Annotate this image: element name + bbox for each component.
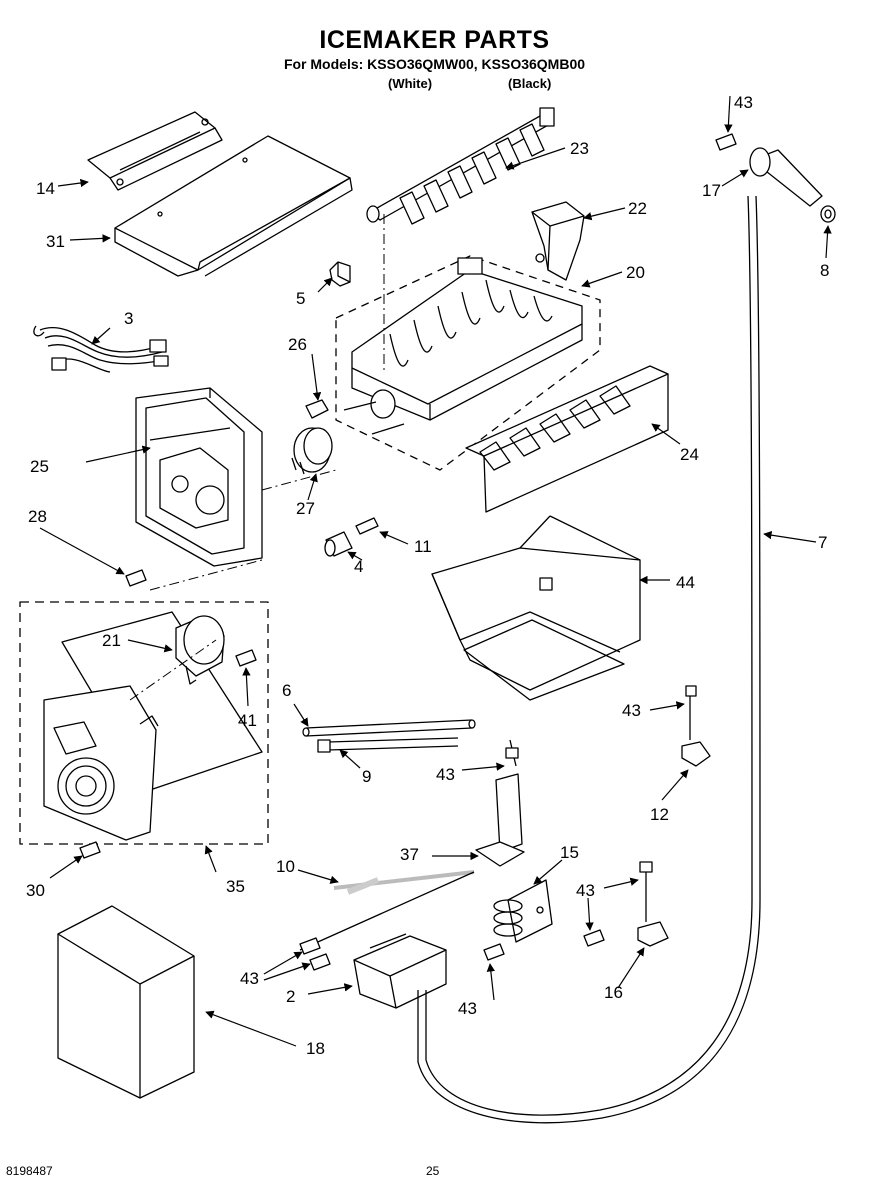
part-16-clip [637,861,669,947]
part-30-screw [79,841,101,859]
part-22-fill-cup [531,201,585,281]
model-numbers: For Models: KSSO36QMW00, KSSO36QMB00 [283,56,586,72]
part-43-screws-left [299,929,605,971]
part-9-tube [317,737,459,753]
callout-26: 26 [288,335,307,354]
callout-31: 31 [46,232,65,251]
part-24-stripper [465,365,669,513]
part-11-screw [355,517,379,535]
part-37-bracket [475,739,525,867]
callout-43-left: 43 [240,969,259,988]
callout-44: 44 [676,573,695,592]
callout-23: 23 [570,139,589,158]
callout-9: 9 [362,767,371,786]
document-number: 8198487 [6,1164,53,1178]
part-17-fitting [715,133,823,207]
part-15-clamp [493,879,553,943]
callout-25: 25 [30,457,49,476]
callout-4: 4 [354,557,363,576]
part-35-module-box [19,601,269,845]
part-12-clip [681,685,711,767]
page-number: 25 [426,1164,440,1178]
part-5-clip [329,261,351,287]
callout-43-lower-right: 43 [576,881,595,900]
part-27-thermostat [291,427,333,475]
part-6-tube [302,719,476,737]
callout-22: 22 [628,199,647,218]
variant-black: (Black) [508,76,552,91]
part-21-motor [175,615,225,685]
part-44-shield [431,515,641,701]
callout-12: 12 [650,805,669,824]
callout-10: 10 [276,857,295,876]
page-title: ICEMAKER PARTS [319,26,550,54]
part-23-ejector [366,107,555,225]
callout-2: 2 [286,987,295,1006]
callout-41: 41 [238,711,257,730]
callout-14: 14 [36,179,55,198]
callout-28: 28 [28,507,47,526]
part-7-water-tube [417,195,761,1124]
callout-21: 21 [102,631,121,650]
callout-27: 27 [296,499,315,518]
callout-43-top: 43 [734,93,753,112]
callout-20: 20 [626,263,645,282]
callout-43-bottom: 43 [458,999,477,1018]
part-18-cover [57,905,195,1099]
callout-7: 7 [818,533,827,552]
callout-18: 18 [306,1039,325,1058]
part-31-cover [114,135,353,277]
part-28-screw [125,569,147,587]
callout-8: 8 [820,261,829,280]
callout-15: 15 [560,843,579,862]
callout-30: 30 [26,881,45,900]
callout-11: 11 [414,537,432,556]
callout-24: 24 [680,445,699,464]
variant-white: (White) [388,76,433,91]
callout-5: 5 [296,289,305,308]
part-14-bracket [87,111,223,191]
part-8-washer [820,205,836,223]
callout-43-mid: 43 [436,765,455,784]
callout-37: 37 [400,845,419,864]
part-4-coupler [324,531,353,557]
part-20-mold [335,255,601,471]
callout-35: 35 [226,877,245,896]
part-2-bracket [353,933,447,1009]
part-3-wire-harness [33,325,169,373]
part-10-water-line [299,870,475,951]
part-25-housing [135,387,263,567]
part-26-clip [305,399,329,419]
callout-3: 3 [124,309,133,328]
callout-43-right: 43 [622,701,641,720]
callout-16: 16 [604,983,623,1002]
callout-6: 6 [282,681,291,700]
callout-17: 17 [702,181,721,200]
